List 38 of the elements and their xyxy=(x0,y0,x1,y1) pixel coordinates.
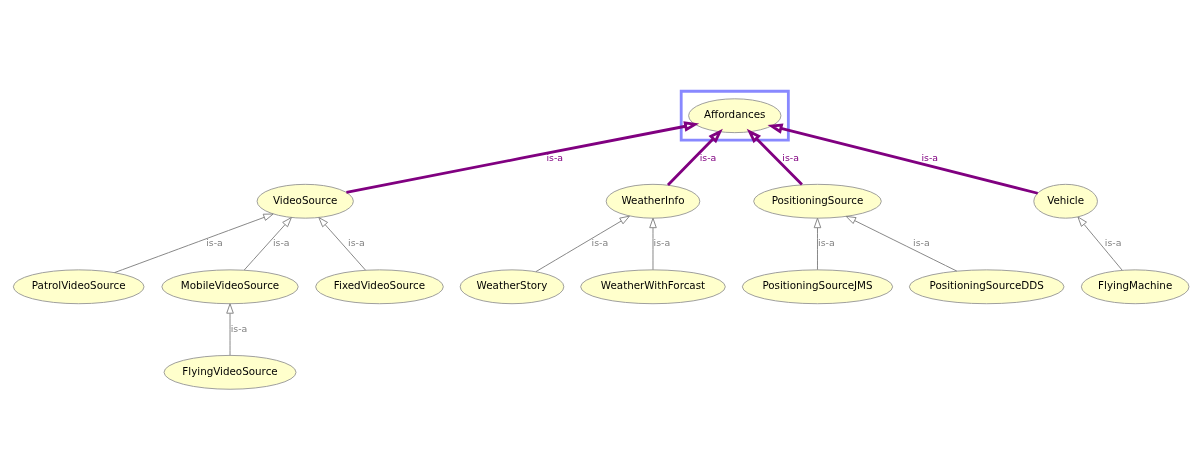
arrow xyxy=(813,217,822,271)
node-ellipse: WeatherInfo xyxy=(605,183,701,219)
edge-label: is-a xyxy=(653,237,671,249)
node-ellipse: PositioningSourceDDS xyxy=(908,269,1065,305)
edge-label: is-a xyxy=(591,237,609,249)
arrow xyxy=(767,123,1039,195)
arrow xyxy=(318,217,366,271)
edge-label: is-a xyxy=(782,151,800,163)
arrow xyxy=(649,217,657,271)
arrow xyxy=(114,213,274,274)
node-ellipse: PatrolVideoSource xyxy=(12,269,145,305)
edge-label: is-a xyxy=(818,237,835,249)
edge-label: is-a xyxy=(699,151,717,163)
arrow xyxy=(243,217,292,271)
arrow xyxy=(535,215,630,273)
node-ellipse: MobileVideoSource xyxy=(161,269,299,305)
edge-label: is-a xyxy=(206,237,223,249)
edge-label: is-a xyxy=(348,237,365,249)
arrow xyxy=(746,128,803,186)
node-ellipse: WeatherStory xyxy=(459,269,565,305)
node-ellipse: WeatherWithForcast xyxy=(580,269,726,305)
arrow xyxy=(667,128,723,186)
arrow xyxy=(346,121,700,194)
node-ellipse: PositioningSourceJMS xyxy=(741,269,894,305)
edge-label: is-a xyxy=(921,151,939,163)
node-ellipse: FlyingVideoSource xyxy=(163,354,297,390)
edge-label: is-a xyxy=(230,322,248,334)
arrow xyxy=(1077,216,1123,271)
edge-label: is-a xyxy=(272,237,290,249)
node-ellipse: FlyingMachine xyxy=(1080,269,1190,305)
node-ellipse: Vehicle xyxy=(1033,183,1098,219)
edge-label: is-a xyxy=(913,237,930,249)
arrow xyxy=(226,303,234,356)
node-ellipse: FixedVideoSource xyxy=(315,269,444,305)
edge-label: is-a xyxy=(1104,237,1122,249)
node-ellipse: PositioningSource xyxy=(753,183,882,219)
arrow xyxy=(845,215,958,272)
edge-label: is-a xyxy=(546,151,564,163)
